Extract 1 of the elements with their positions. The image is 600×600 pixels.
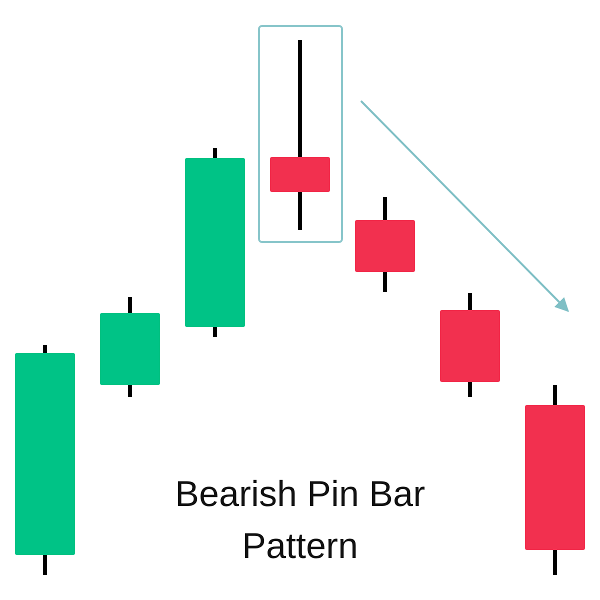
title: Bearish Pin Bar Pattern — [174, 472, 426, 568]
